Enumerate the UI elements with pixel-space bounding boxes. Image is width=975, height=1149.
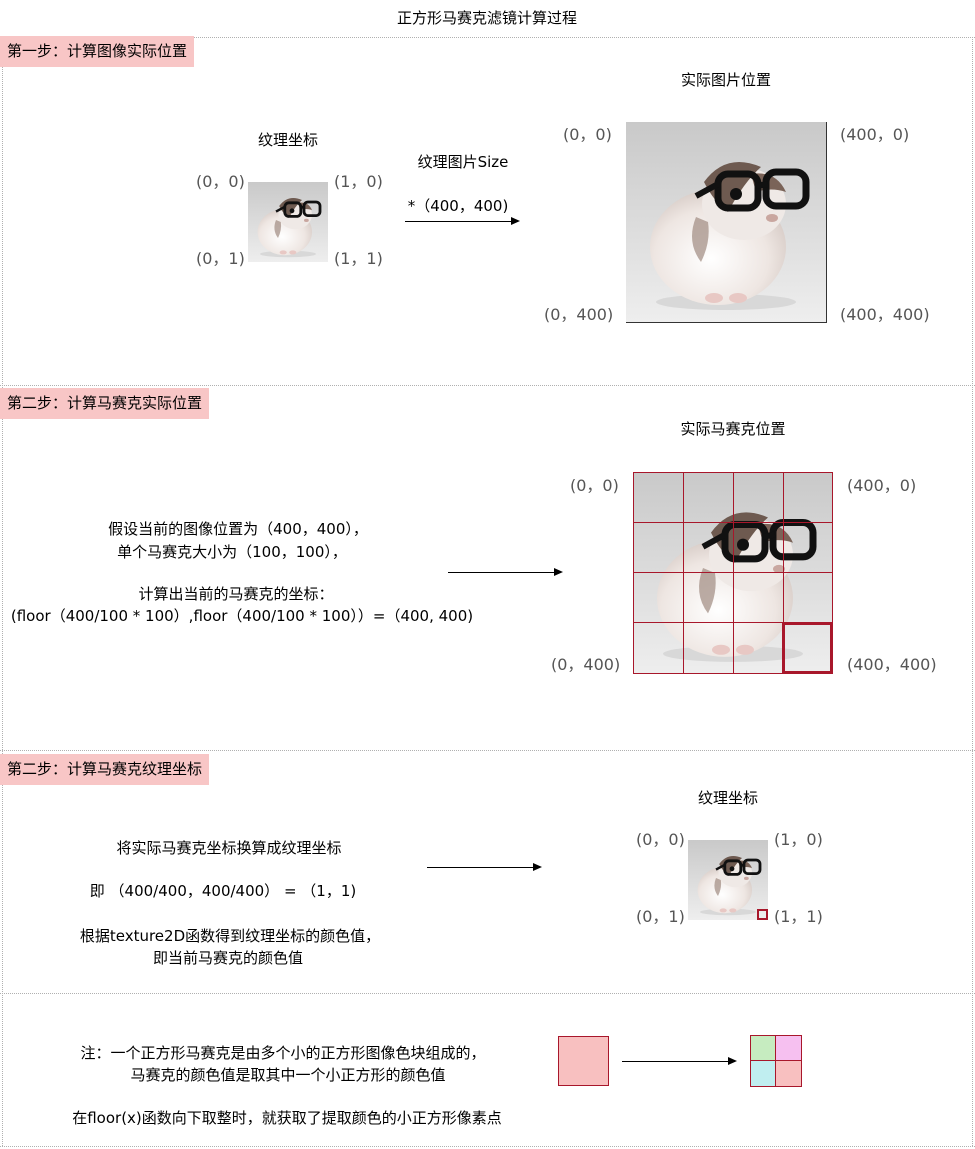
mosaic-title: 实际马赛克位置 — [680, 420, 786, 438]
step3-texture-thumbnail — [688, 840, 768, 920]
frame-top — [0, 37, 975, 38]
act-coord-tr: (400，0) — [840, 125, 910, 144]
mosaic-grid-image — [633, 472, 833, 674]
actual-image-title: 实际图片位置 — [680, 71, 772, 89]
subpixel-magenta — [776, 1036, 801, 1061]
step3-coord-bl: (0，1) — [636, 907, 685, 926]
step1-texture-title: 纹理坐标 — [257, 131, 319, 149]
tex-coord-tl: (0，0) — [196, 172, 245, 191]
subpixel-red — [776, 1061, 801, 1086]
step3-tex-title: 纹理坐标 — [697, 789, 759, 807]
step1-arrow — [405, 217, 520, 225]
act-coord-tl: (0，0) — [563, 125, 612, 144]
frame-right — [972, 37, 973, 1146]
multiply-label: *（400，400) — [407, 197, 509, 215]
step3-line4: 即当前马赛克的颜色值 — [152, 949, 304, 967]
step3-label: 第二步：计算马赛克纹理坐标 — [0, 754, 210, 785]
mosaic-coord-tr: (400，0) — [847, 476, 917, 495]
diagram-title: 正方形马赛克滤镜计算过程 — [396, 9, 578, 27]
tex-coord-tr: (1，0) — [334, 172, 383, 191]
frame-bottom — [0, 1146, 975, 1147]
step3-line2: 即 （400/400，400/400） = （1，1) — [89, 882, 357, 900]
step2-line1: 假设当前的图像位置为（400，400）， — [108, 520, 368, 538]
act-coord-br: (400，400) — [840, 305, 930, 324]
subpixel-grid — [750, 1035, 802, 1087]
note-line2: 马赛克的颜色值是取其中一个小正方形的颜色值 — [130, 1066, 446, 1084]
step2-line3: 计算出当前的马赛克的坐标： — [138, 585, 334, 603]
mosaic-color-square — [558, 1036, 609, 1086]
act-coord-bl: (0，400) — [544, 305, 614, 324]
tex-coord-bl: (0，1) — [196, 249, 245, 268]
step3-line3: 根据texture2D函数得到纹理坐标的颜色值， — [79, 927, 381, 945]
divider-3 — [0, 993, 975, 994]
texture-thumbnail — [248, 182, 328, 262]
texture-sample-point — [757, 909, 768, 920]
note-line3: 在floor(x)函数向下取整时，就获取了提取颜色的小正方形像素点 — [72, 1109, 502, 1127]
frame-left — [2, 37, 3, 1146]
divider-2 — [0, 750, 975, 751]
step3-coord-br: (1，1) — [774, 907, 823, 926]
highlighted-mosaic-cell — [782, 622, 833, 674]
subpixel-green — [751, 1036, 776, 1061]
mosaic-coord-br: (400，400) — [847, 655, 937, 674]
step3-coord-tl: (0，0) — [636, 830, 685, 849]
step3-coord-tr: (1，0) — [774, 830, 823, 849]
step3-line1: 将实际马赛克坐标换算成纹理坐标 — [116, 839, 342, 857]
tex-coord-br: (1，1) — [334, 249, 383, 268]
step2-line4: (floor（400/100 * 100）,floor（400/100 * 10… — [10, 607, 474, 625]
step2-arrow — [448, 568, 563, 576]
actual-image — [626, 122, 827, 323]
note-line1: 注：一个正方形马赛克是由多个小的正方形图像色块组成的， — [80, 1044, 486, 1062]
step2-line2: 单个马赛克大小为（100，100）， — [117, 543, 347, 561]
note-arrow — [622, 1057, 737, 1065]
mosaic-coord-bl: (0，400) — [551, 655, 621, 674]
subpixel-cyan — [751, 1061, 776, 1086]
step3-arrow — [427, 863, 542, 871]
mosaic-coord-tl: (0，0) — [570, 476, 619, 495]
size-label: 纹理图片Size — [417, 153, 509, 171]
divider-1 — [0, 385, 975, 386]
step1-label: 第一步：计算图像实际位置 — [0, 36, 195, 67]
step2-label: 第二步：计算马赛克实际位置 — [0, 388, 210, 419]
